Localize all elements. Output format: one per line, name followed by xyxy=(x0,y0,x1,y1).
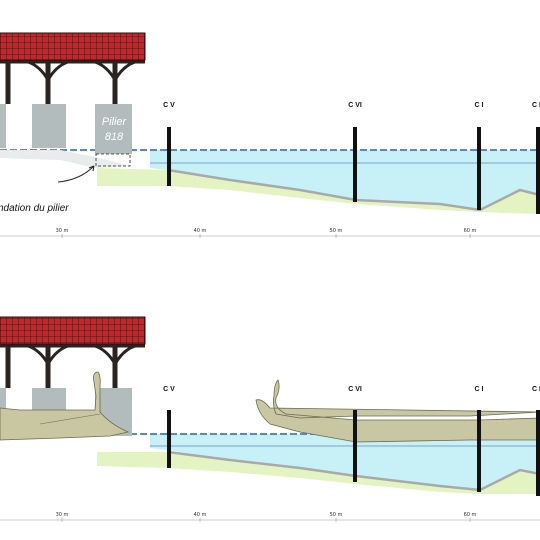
boat-hull-left xyxy=(0,371,130,441)
post-label-ci-bottom: C I xyxy=(475,386,484,393)
bridge-roof xyxy=(0,32,146,61)
foundation-arrow xyxy=(57,165,95,183)
riverbed xyxy=(97,168,540,214)
foundation-label: ndation du pilier xyxy=(0,203,69,214)
scale-tick-60-bottom: 60 m xyxy=(464,512,477,518)
pier-number: 818 xyxy=(105,131,124,143)
post-label-cv-bottom: C V xyxy=(163,386,175,393)
post-label-ci-edge: C I xyxy=(532,102,540,109)
pier-foundation-outline xyxy=(95,153,131,167)
boat-hull-right xyxy=(255,379,540,443)
bottom-panel: C V C VI C I C I 30 m 40 m 50 m 60 m xyxy=(0,316,540,522)
water-body-bottom xyxy=(150,434,540,490)
scale-tick-50-bottom: 50 m xyxy=(330,512,343,518)
scale-bar-top xyxy=(0,234,540,238)
top-panel: Pilier 818 ndation du pilier C V C VI C … xyxy=(0,32,540,238)
bridge-roof-bottom xyxy=(0,316,146,345)
bridge-timber-frame xyxy=(0,60,145,104)
post-label-cvi: C VI xyxy=(348,102,362,109)
sediment-line-bottom xyxy=(167,450,540,492)
scale-tick-30: 30 m xyxy=(56,228,69,234)
post-label-cvi-bottom: C VI xyxy=(348,386,362,393)
bridge-piers xyxy=(0,104,132,154)
water-body xyxy=(150,150,540,210)
scale-tick-40-bottom: 40 m xyxy=(194,512,207,518)
post-label-ci-edge-bottom: C I xyxy=(532,386,540,393)
pier-ground xyxy=(0,150,130,168)
scale-tick-60: 60 m xyxy=(464,228,477,234)
posts-top xyxy=(167,127,540,214)
pier-label: Pilier xyxy=(102,116,128,128)
bridge-timber-frame-bottom xyxy=(0,344,145,388)
post-label-cv: C V xyxy=(163,102,175,109)
scale-tick-50: 50 m xyxy=(330,228,343,234)
posts-bottom xyxy=(167,410,540,496)
scale-tick-30-bottom: 30 m xyxy=(56,512,69,518)
sediment-line xyxy=(167,168,540,212)
post-label-ci: C I xyxy=(475,102,484,109)
riverbed-bottom xyxy=(97,452,540,494)
scale-tick-40: 40 m xyxy=(194,228,207,234)
scale-bar-bottom xyxy=(0,518,540,522)
